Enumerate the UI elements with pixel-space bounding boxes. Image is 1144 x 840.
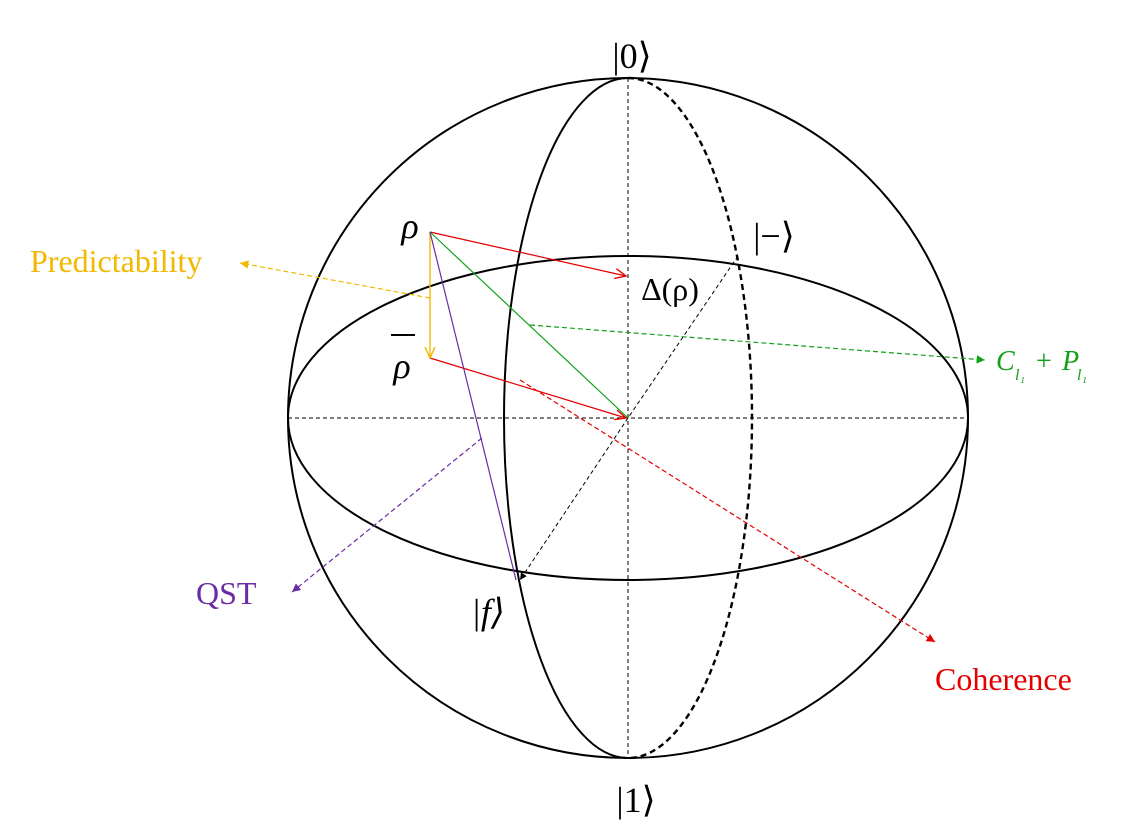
qst-label: QST	[196, 575, 257, 611]
sum-p-symbol: P	[1061, 346, 1079, 377]
predictability-label: Predictability	[30, 243, 202, 279]
rho-to-center-line	[429, 231, 629, 419]
sum-c-symbol: C	[996, 346, 1015, 377]
coherence-label: Coherence	[935, 661, 1072, 697]
ket-one-label: |1⟩	[616, 780, 655, 820]
rho-to-f-line	[429, 231, 517, 581]
predictability-pointer	[239, 260, 431, 299]
f-axis-arrow	[519, 417, 629, 581]
sum-c-subscript: l₁	[1015, 367, 1025, 384]
coherence-pointer	[519, 379, 936, 643]
qst-pointer	[291, 437, 483, 593]
meridian-front	[503, 77, 629, 759]
sum-p-subscript: l₁	[1077, 367, 1087, 384]
sum-pointer	[529, 324, 986, 364]
rho-to-delta-vector	[429, 231, 626, 276]
rhobar-to-center-vector	[429, 357, 626, 418]
sum-plus-sign: +	[1036, 346, 1052, 377]
ket-minus-label: |−⟩	[753, 216, 795, 256]
ket-zero-label: |0⟩	[612, 36, 651, 76]
coherence-plus-predictability-label: C l₁ + P l₁	[996, 346, 1087, 384]
y-axis	[627, 255, 739, 419]
rho-label: ρ	[400, 206, 418, 246]
delta-rho-label: Δ(ρ)	[641, 271, 699, 307]
ket-f-label: |f⟩	[471, 592, 505, 632]
rho-bar-label: ρ	[392, 346, 410, 386]
